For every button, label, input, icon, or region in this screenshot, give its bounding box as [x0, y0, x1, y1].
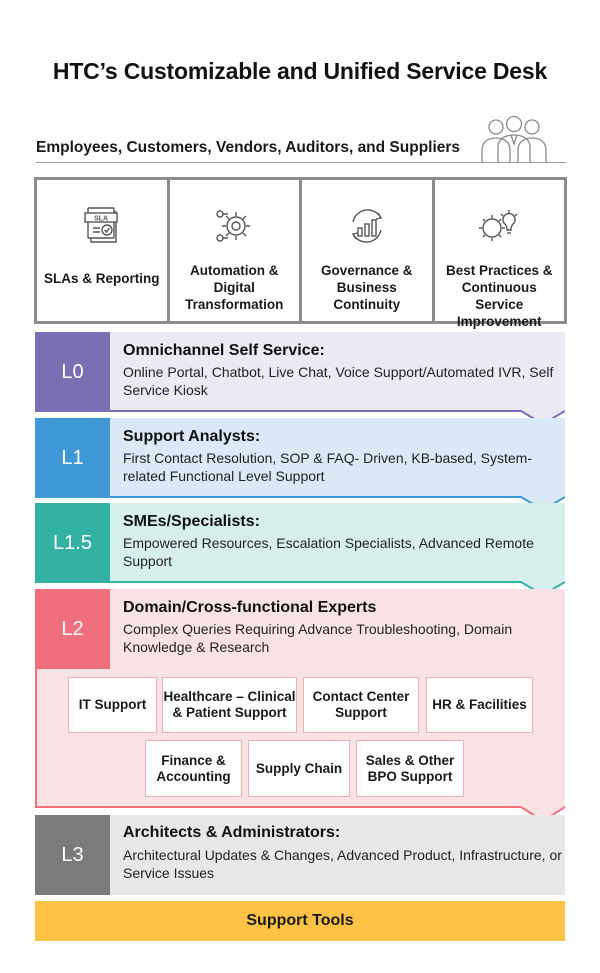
domain-finance: Finance & Accounting [145, 740, 242, 797]
tier-background [35, 332, 565, 424]
domain-hr-facilities: HR & Facilities [426, 677, 533, 733]
domain-supply-chain: Supply Chain [248, 740, 350, 797]
domain-it-support: IT Support [68, 677, 157, 733]
divider [36, 162, 566, 163]
domain-contact-center: Contact Center Support [303, 677, 419, 733]
tier-l1: L1 Support Analysts: First Contact Resol… [35, 418, 565, 510]
support-tools-bar: Support Tools [35, 901, 565, 941]
capability-best-practices: Best Practices & Continuous Service Impr… [434, 180, 564, 329]
capability-governance: Governance & Business Continuity [302, 180, 432, 321]
tier-heading: SMEs/Specialists: [123, 513, 260, 530]
tier-heading: Support Analysts: [123, 428, 261, 445]
tier-code: L2 [35, 589, 110, 669]
tier-description: Complex Queries Requiring Advance Troubl… [123, 621, 513, 655]
tier-description: Architectural Updates & Changes, Advance… [123, 847, 562, 881]
capability-automation: Automation & Digital Transformation [169, 180, 299, 321]
capability-label: SLAs & Reporting [43, 271, 160, 286]
tier-code: L1 [35, 418, 110, 498]
tier-background [35, 503, 565, 595]
capability-label: Governance & Business Continuity [320, 263, 413, 312]
tier-code: L3 [35, 815, 110, 895]
tier-heading: Architects & Administrators: [123, 824, 341, 841]
page-title: HTC’s Customizable and Unified Service D… [52, 58, 548, 84]
tier-description: Online Portal, Chatbot, Live Chat, Voice… [123, 364, 554, 398]
tier-heading: Omnichannel Self Service: [123, 342, 325, 359]
growth-arrows-icon [351, 209, 382, 243]
svg-text:SLA: SLA [94, 216, 108, 223]
tier-l0: L0 Omnichannel Self Service: Online Port… [35, 332, 565, 424]
tier-heading: Domain/Cross-functional Experts [123, 599, 377, 616]
tier-code: L1.5 [35, 503, 110, 583]
domain-healthcare: Healthcare – Clinical & Patient Support [162, 677, 297, 733]
tier-description: Empowered Resources, Escalation Speciali… [123, 535, 534, 569]
gear-lightbulb-icon [479, 210, 518, 241]
capability-label: Automation & Digital Transformation [185, 263, 284, 312]
tier-description: First Contact Resolution, SOP & FAQ- Dri… [123, 450, 532, 484]
capabilities-grid: SLA SLAs & Reporting Automation & Digita… [34, 177, 567, 329]
tier-code: L0 [35, 332, 110, 412]
sla-document-icon: SLA [84, 207, 118, 243]
domain-sales-bpo: Sales & Other BPO Support [356, 740, 464, 797]
tier-l3: L3 Architects & Administrators: Architec… [35, 815, 565, 895]
capability-sla: SLA SLAs & Reporting [37, 180, 167, 321]
capability-label: Best Practices & Continuous Service Impr… [445, 263, 553, 329]
tier-background [35, 815, 565, 895]
people-group-icon [481, 115, 547, 162]
gears-automation-icon [216, 210, 251, 242]
tier-l1-5: L1.5 SMEs/Specialists: Empowered Resourc… [35, 503, 565, 595]
audience-label: Employees, Customers, Vendors, Auditors,… [36, 139, 461, 156]
